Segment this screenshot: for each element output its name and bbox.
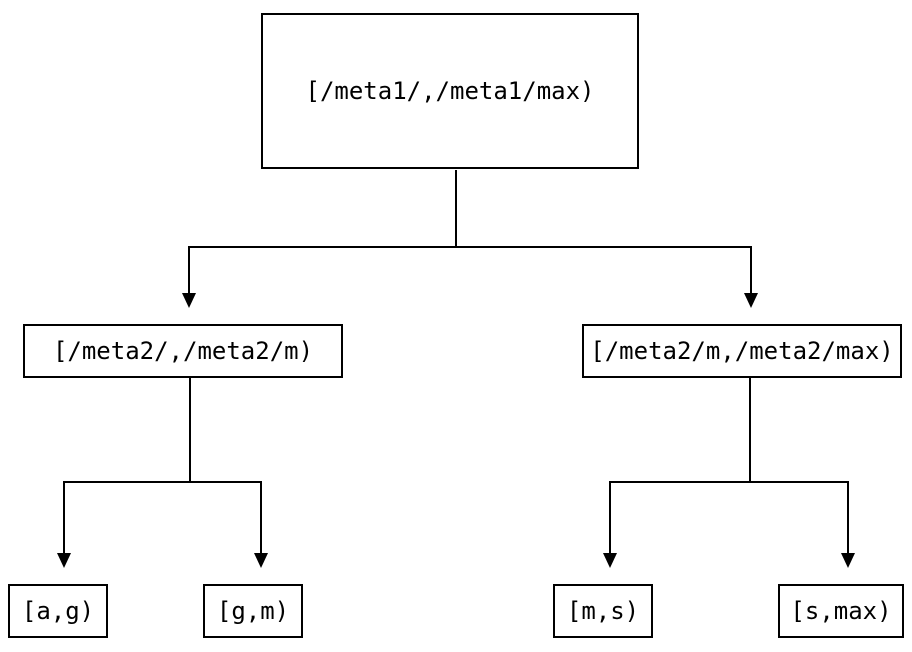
- node-meta2-right: [/meta2/m,/meta2/max): [582, 324, 902, 378]
- leaf-m-s-label: [m,s): [566, 597, 640, 625]
- arrowhead-down-icon: [57, 553, 71, 568]
- arrowhead-down-icon: [603, 553, 617, 568]
- leaf-s-max: [s,max): [778, 584, 904, 638]
- node-root: [/meta1/,/meta1/max): [261, 13, 639, 169]
- arrowhead-down-icon: [182, 293, 196, 308]
- leaf-m-s: [m,s): [553, 584, 653, 638]
- leaf-a-g-label: [a,g): [21, 597, 95, 625]
- arrowhead-down-icon: [744, 293, 758, 308]
- node-meta2-left-label: [/meta2/,/meta2/m): [52, 337, 314, 365]
- leaf-a-g: [a,g): [8, 584, 108, 638]
- leaf-s-max-label: [s,max): [790, 597, 892, 625]
- leaf-g-m: [g,m): [203, 584, 303, 638]
- arrowhead-down-icon: [841, 553, 855, 568]
- node-meta2-right-label: [/meta2/m,/meta2/max): [590, 337, 894, 365]
- arrowhead-down-icon: [254, 553, 268, 568]
- leaf-g-m-label: [g,m): [216, 597, 290, 625]
- node-root-label: [/meta1/,/meta1/max): [305, 77, 595, 105]
- node-meta2-left: [/meta2/,/meta2/m): [23, 324, 343, 378]
